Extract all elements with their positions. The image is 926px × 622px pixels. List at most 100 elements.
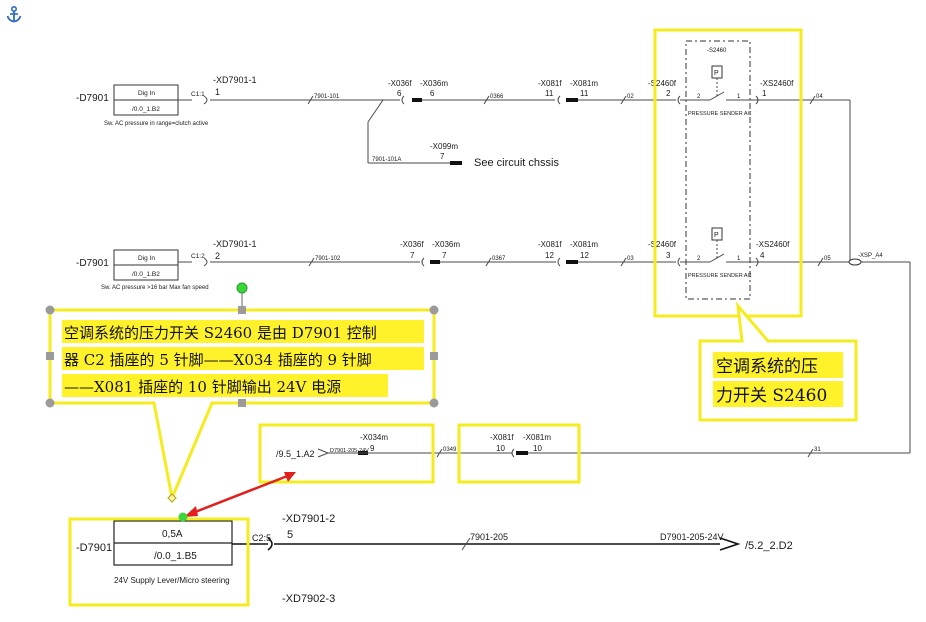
x036m-pin: 6 [430,89,435,98]
circuit-row-2: -D7901 Dig In /0.0_1.B2 Sw. AC pressure … [76,239,911,453]
xs2460f-label: -XS2460f [760,79,794,88]
x099m-label: -X099m [430,142,458,151]
sensor-label: -S2460 [707,48,727,54]
xd-label: -XD7901-1 [213,75,257,85]
pressure-symbol: P [714,70,719,77]
x081m-label: -X081m [570,79,598,88]
x036m-pin: 7 [442,251,447,260]
callout-right: 空调系统的压 力开关 S2460 [698,301,858,422]
wire-label: 0366 [490,94,504,100]
xsp-label: -XSP_A4 [858,253,883,259]
resize-handle[interactable] [429,398,439,408]
box-title: Dig In [138,90,155,97]
sensor-pin: 2 [697,94,701,100]
x081f-pin: 10 [496,444,505,453]
see-circuit-text: See circuit chssis [474,157,559,169]
x081f-label: -X081f [538,79,562,88]
highlight-frame-x034 [258,423,435,484]
box-ref: /0.0_1.B2 [132,106,160,113]
c-pin: C1:1 [191,91,205,98]
s2460f-label: -S2460f [648,79,677,88]
x081f-pin: 11 [545,89,554,98]
xd-label: -XD7901-2 [282,513,335,525]
highlight-frame-sensor [653,28,803,318]
wire-label: 7901-102 [315,256,341,262]
pressure-sensor-s2460: -S2460 P 2 1 PRESSURE SENDER AC P 2 1 PR… [685,40,752,300]
x081m-label: -X081m [570,240,598,249]
wire-label: 31 [814,447,821,453]
resize-handle[interactable] [238,306,246,314]
callout-left-line-1: 空调系统的压力开关 S2460 是由 D7901 控制 [64,324,377,342]
callout-right-line-2: 力开关 S2460 [716,386,827,406]
resize-handle[interactable] [46,352,54,360]
sensor-pin: 1 [737,256,741,262]
resize-handle[interactable] [238,399,246,407]
xd2-label: -XD7902-3 [282,593,335,605]
x081f-label: -X081f [538,240,562,249]
anchor-icon[interactable] [6,6,22,23]
x099m-pin: 7 [440,152,445,161]
wire-label: 02 [627,94,634,100]
xd-pin: 2 [215,251,220,261]
xs2460f-pin: 1 [762,89,767,98]
c-pin: C1:2 [191,253,205,260]
wire-label: 0367 [492,256,506,262]
highlight-frame-x081 [457,423,581,484]
sensor-pin: 2 [697,256,701,262]
x081f-label: -X081f [490,433,514,442]
x034m-label: -X034m [360,433,388,442]
box-desc: 24V Supply Lever/Micro steering [114,576,230,585]
wire-label: D7901-205-24V [660,532,724,542]
pointer-handle[interactable] [167,493,177,503]
red-arrow [184,472,296,517]
box-desc: Sw. AC pressure in range=clutch active [104,121,209,127]
highlight-frame-d7901 [68,517,250,607]
resize-handle[interactable] [45,398,55,408]
box-ref: /0.0_1.B2 [132,271,160,278]
x036f-pin: 7 [410,251,415,260]
wire-label: 0349 [443,447,457,453]
x081m-label: -X081m [523,433,551,442]
xd-pin: 5 [287,529,293,541]
wire-label: D7901-205-24V [330,448,369,454]
resize-handle[interactable] [429,305,439,315]
s2460f-pin: 2 [666,89,671,98]
box-title: Dig In [138,255,155,262]
wire-label: 7901-205 [470,532,508,542]
connector-handle[interactable] [178,512,188,522]
x081m-pin: 11 [580,89,589,98]
dest-ref[interactable]: /5.2_2.D2 [745,540,793,552]
s2460f-pin: 3 [666,251,671,260]
box-desc: Sw. AC pressure >16 bar Max fan speed [101,285,209,291]
sensor-pin: 1 [737,94,741,100]
d7901-label: -D7901 [76,258,109,269]
circuit-row-3: /9.5_1.A2 D7901-205-24V -X034m 9 0349 -X… [276,433,910,459]
callout-right-line-1: 空调系统的压 [716,357,818,377]
s2460f-label: -S2460f [648,240,677,249]
xs2460f-label: -XS2460f [756,240,790,249]
xd-label: -XD7901-1 [213,239,257,249]
circuit-row-4: -D7901 0,5A /0.0_1.B5 24V Supply Lever/M… [76,513,793,605]
circuit-row-1: -D7901 Dig In /0.0_1.B2 Sw. AC pressure … [76,75,851,262]
d7901-label: -D7901 [76,93,109,104]
x036m-label: -X036m [432,240,460,249]
x036f-label: -X036f [400,240,424,249]
branch-wire-label: 7901-101A [372,157,401,163]
x036m-label: -X036m [420,79,448,88]
pressure-symbol: P [714,232,719,239]
callout-left[interactable]: 空调系统的压力开关 S2460 是由 D7901 控制 器 C2 插座的 5 针… [45,282,439,504]
wire-label: 03 [627,256,634,262]
sensor-caption: PRESSURE SENDER AC [688,111,752,117]
resize-handle[interactable] [45,305,55,315]
x034m-pin: 9 [370,444,375,453]
x081m-pin: 10 [533,444,542,453]
c-pin: C2:5 [252,533,271,543]
rotate-handle[interactable] [236,282,248,294]
resize-handle[interactable] [430,352,438,360]
box-ref: /0.0_1.B5 [154,551,197,562]
callout-left-line-2: 器 C2 插座的 5 针脚——X034 插座的 9 针脚 [64,351,372,369]
wire-label: 04 [816,94,823,100]
x036f-pin: 6 [397,89,402,98]
d7901-label: -D7901 [76,542,112,554]
